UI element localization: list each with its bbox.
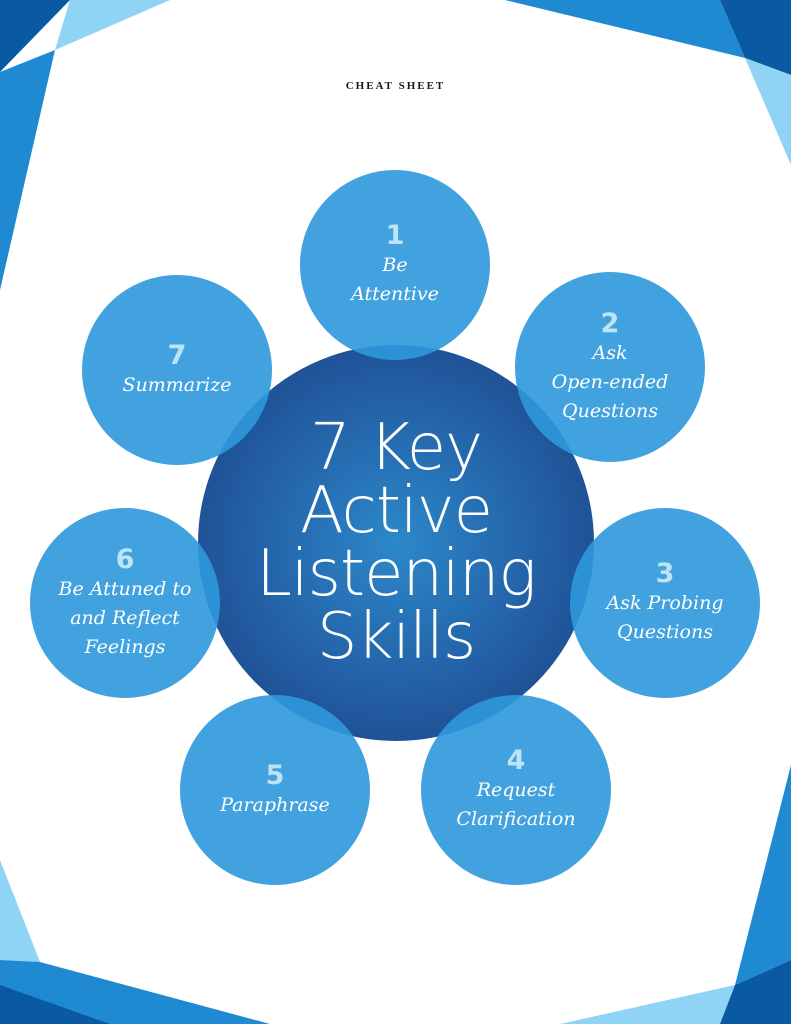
skill-label: Paraphrase <box>220 793 330 816</box>
skill-number: 1 <box>385 220 405 251</box>
cheat-sheet-kicker: CHEAT SHEET <box>345 80 446 92</box>
skill-label: Ask Open-ended Questions <box>551 341 669 422</box>
skill-bubble-6: 6 Be Attuned to and Reflect Feelings <box>30 508 220 698</box>
frame-shard-left-mid <box>0 50 55 290</box>
skill-number: 4 <box>506 745 526 776</box>
skill-label: Request Clarification <box>456 779 576 830</box>
skill-label: Ask Probing Questions <box>606 592 724 643</box>
skill-number: 6 <box>115 543 135 575</box>
hub-title: 7 Key Active Listening Skills <box>256 411 537 674</box>
frame-shard-top-left-light <box>55 0 170 50</box>
skill-label: Be Attuned to and Reflect Feelings <box>58 577 192 658</box>
frame-shard-bottom-left-mid <box>0 960 270 1024</box>
frame-shard-right-light <box>745 58 791 165</box>
skill-bubble-4: 4 Request Clarification <box>421 695 611 885</box>
skill-label: Be Attentive <box>351 254 439 305</box>
frame-shard-bottom-left-dark <box>0 985 110 1024</box>
skill-bubble-5: 5 Paraphrase <box>180 695 370 885</box>
skill-bubble-7: 7 Summarize <box>82 275 272 465</box>
frame-shard-top-right-mid <box>505 0 745 58</box>
frame-shard-bottom-right-light <box>560 985 735 1024</box>
skill-number: 2 <box>600 307 620 339</box>
frame-shard-top-left-dark <box>0 0 70 72</box>
skill-number: 3 <box>655 558 675 589</box>
skill-label: Summarize <box>122 373 232 396</box>
skill-number: 7 <box>167 339 187 371</box>
frame-shard-left-light <box>0 860 40 962</box>
frame-shard-top-right-dark <box>720 0 791 75</box>
skill-bubble-3: 3 Ask Probing Questions <box>570 508 760 698</box>
frame-shard-right-mid <box>735 765 791 985</box>
skill-bubble-2: 2 Ask Open-ended Questions <box>515 272 705 462</box>
skill-number: 5 <box>265 759 285 791</box>
frame-shard-bottom-right-dark <box>720 960 791 1024</box>
skill-bubble-1: 1 Be Attentive <box>300 170 490 360</box>
